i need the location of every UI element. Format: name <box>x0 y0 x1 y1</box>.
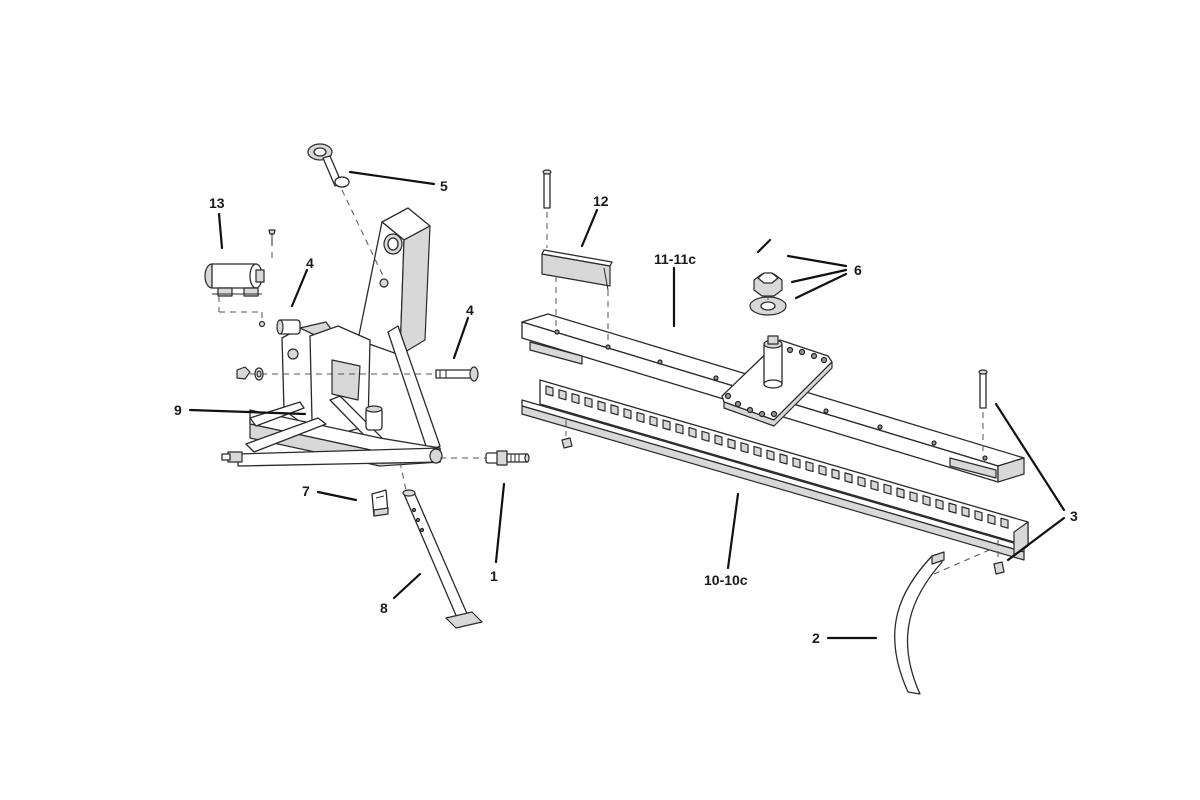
rack-tooth <box>896 487 905 499</box>
callout-labels: 1 2 3 4 4 5 6 7 8 9 10-10c 11-11c 12 13 <box>174 178 1078 646</box>
rack-tooth <box>844 472 853 484</box>
rack-tooth <box>1000 517 1009 529</box>
rack-tooth <box>571 392 580 405</box>
rack-tooth <box>987 513 996 526</box>
rack-tooth <box>818 464 827 476</box>
rack-tooth <box>662 419 671 431</box>
callout-5: 5 <box>440 178 448 194</box>
rack-tooth <box>636 411 645 424</box>
a-frame-hitch <box>221 207 490 467</box>
rack-tooth <box>974 510 983 522</box>
rack-tooth <box>545 385 554 397</box>
rack-tooth <box>688 426 697 439</box>
rack-tooth <box>558 389 567 401</box>
callout-1: 1 <box>490 568 498 584</box>
rack-nut-left <box>561 420 573 449</box>
callout-8: 8 <box>380 600 388 616</box>
part-12-plate <box>541 249 613 346</box>
rack-tooth <box>714 434 723 446</box>
part-1-pin <box>485 450 530 466</box>
part-2-tine <box>894 551 945 695</box>
callout-13: 13 <box>209 195 225 211</box>
long-bolt-right <box>978 369 988 452</box>
callout-7: 7 <box>302 483 310 499</box>
rack-tooth <box>701 430 710 442</box>
rack-nut-right <box>933 540 1005 575</box>
leader-lines <box>188 170 1066 640</box>
callout-12: 12 <box>593 193 609 209</box>
callout-11-11c: 11-11c <box>654 251 696 267</box>
rack-tooth <box>766 449 775 461</box>
rack-tooth <box>935 498 944 510</box>
rack-tooth <box>753 445 762 458</box>
rack-tooth <box>623 408 632 420</box>
rack-tooth <box>610 404 619 416</box>
rack-tooth <box>597 400 606 412</box>
part-4-bolt <box>435 366 479 382</box>
callout-10-10c: 10-10c <box>704 572 748 588</box>
rack-tooth <box>584 396 593 408</box>
rack-tooth <box>649 415 658 427</box>
rack-tooth <box>857 476 866 488</box>
long-bolt-left <box>542 169 552 248</box>
turntable-plate <box>721 335 833 427</box>
rack-tooth <box>831 468 840 480</box>
callout-9: 9 <box>174 402 182 418</box>
rack-tooth <box>883 483 892 495</box>
rack-tooth <box>870 479 879 492</box>
part-7-clip <box>371 489 389 517</box>
part-13-cylinder <box>204 229 276 328</box>
callout-3: 3 <box>1070 508 1078 524</box>
rack-tooth <box>805 460 814 473</box>
rack-tooth <box>922 494 931 507</box>
callout-4-right: 4 <box>466 302 474 318</box>
rack-tooth <box>675 423 684 435</box>
part-5-ring-pin <box>307 143 385 279</box>
callout-6: 6 <box>854 262 862 278</box>
part-6-nut-set <box>749 238 787 316</box>
rack-tooth <box>792 457 801 469</box>
part-8-stand-leg <box>399 461 483 629</box>
rack-tooth <box>779 453 788 465</box>
nut-washer <box>236 366 264 381</box>
rack-tooth <box>740 442 749 454</box>
rack-tooth <box>909 491 918 503</box>
callout-2: 2 <box>812 630 820 646</box>
rack-tooth <box>727 438 736 450</box>
callout-4-left: 4 <box>306 255 314 271</box>
rack-tooth <box>961 506 970 518</box>
part-10-rack <box>521 379 1029 561</box>
rack-tooth <box>948 502 957 514</box>
